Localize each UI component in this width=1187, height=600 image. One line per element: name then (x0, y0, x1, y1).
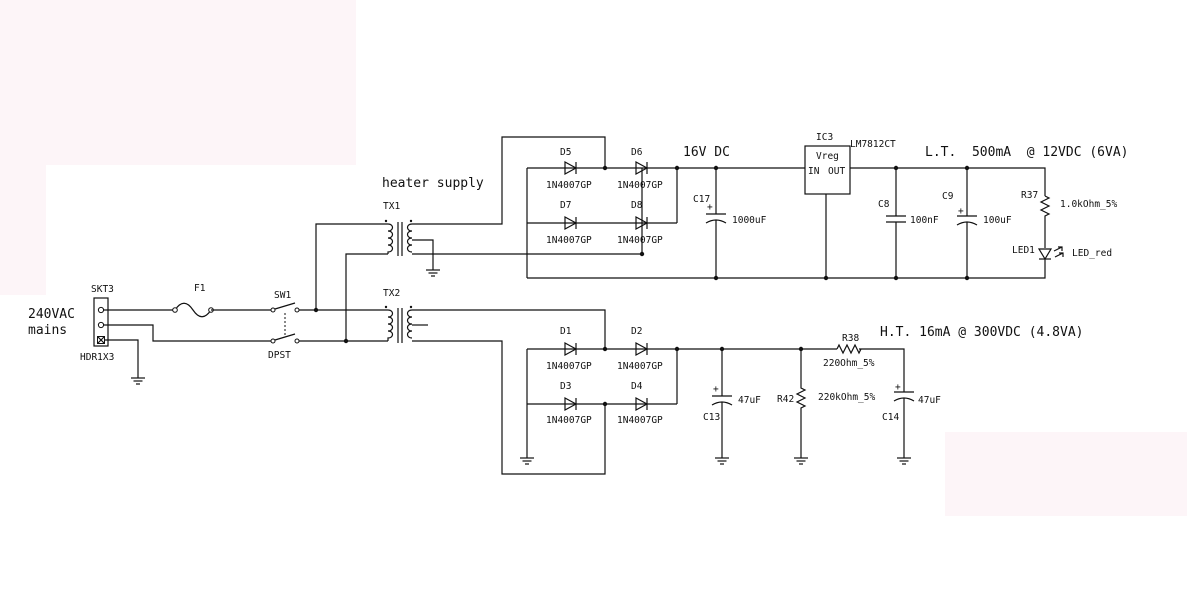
capacitor-c14 (893, 391, 915, 465)
c9-ref: C9 (942, 191, 954, 202)
capacitor-c13 (711, 349, 733, 465)
c17-plus: + (707, 202, 713, 213)
resistor-r42 (793, 349, 809, 465)
ht-spec-label: H.T. 16mA @ 300VDC (4.8VA) (880, 325, 1084, 340)
c13-value: 47uF (738, 395, 761, 406)
r42-ref: R42 (777, 394, 794, 405)
lt-dc-rail (527, 165, 1046, 281)
bridge-rectifier-lt (526, 161, 680, 278)
d3-part: 1N4007GP (546, 415, 592, 426)
c14-ref: C14 (882, 412, 899, 423)
d7-part: 1N4007GP (546, 235, 592, 246)
c13-ref: C13 (703, 412, 720, 423)
regulator-ic3 (804, 145, 851, 278)
resistor-r37 (1039, 195, 1051, 248)
switch-type: DPST (268, 350, 291, 361)
c14-value: 47uF (918, 395, 941, 406)
c14-plus: + (895, 382, 901, 393)
r37-ref: R37 (1021, 190, 1038, 201)
tx2-ref: TX2 (383, 288, 400, 299)
d7-ref: D7 (560, 200, 571, 211)
heater-supply-label: heater supply (382, 176, 484, 191)
dc16-label: 16V DC (683, 145, 730, 160)
mains-label: mains (28, 323, 67, 338)
switch-ref: SW1 (274, 290, 291, 301)
ht-secondary-wiring (412, 309, 606, 475)
c13-plus: + (713, 384, 719, 395)
d4-part: 1N4007GP (617, 415, 663, 426)
led1 (1037, 246, 1064, 265)
transformer-tx1 (384, 219, 413, 256)
r38-value: 220Ohm_5% (823, 358, 875, 369)
d5-part: 1N4007GP (546, 180, 592, 191)
transformer-tx2 (384, 305, 428, 343)
c17-ref: C17 (693, 194, 710, 205)
d2-part: 1N4007GP (617, 361, 663, 372)
d1-ref: D1 (560, 326, 572, 337)
ic3-part: LM7812CT (850, 139, 896, 150)
vreg-label: Vreg (816, 151, 839, 162)
mains-voltage-label: 240VAC (28, 307, 75, 322)
r38-ref: R38 (842, 333, 859, 344)
d2-ref: D2 (631, 326, 642, 337)
c9-value: 100uF (983, 215, 1012, 226)
ht-dc-rail (677, 343, 905, 392)
c9-plus: + (958, 206, 964, 217)
d1-part: 1N4007GP (546, 361, 592, 372)
skt3-ref: SKT3 (91, 284, 114, 295)
fuse-ref: F1 (194, 283, 206, 294)
bridge-rectifier-ht (519, 342, 680, 465)
d6-ref: D6 (631, 147, 643, 158)
vreg-in-pin: IN (808, 166, 820, 177)
d3-ref: D3 (560, 381, 571, 392)
mains-connector-skt3 (93, 297, 109, 347)
header-part: HDR1X3 (80, 352, 114, 363)
lt-spec-label: L.T. 500mA @ 12VDC (6VA) (925, 145, 1129, 160)
d8-part: 1N4007GP (617, 235, 663, 246)
led1-ref: LED1 (1012, 245, 1035, 256)
vreg-out-pin: OUT (828, 166, 845, 177)
ic3-ref: IC3 (816, 132, 833, 143)
background-tint-bottom-right (945, 432, 1187, 516)
c8-ref: C8 (878, 199, 890, 210)
background-tint-left (0, 165, 46, 295)
r37-value: 1.0kOhm_5% (1060, 199, 1117, 210)
capacitor-c8 (886, 168, 906, 278)
d4-ref: D4 (631, 381, 643, 392)
c8-value: 100nF (910, 215, 939, 226)
capacitor-c17 (705, 168, 727, 278)
background-tint-top-left (0, 0, 356, 165)
mains-wiring (103, 223, 388, 385)
d6-part: 1N4007GP (617, 180, 663, 191)
c17-value: 1000uF (732, 215, 767, 226)
d5-ref: D5 (560, 147, 571, 158)
led1-value: LED_red (1072, 248, 1112, 259)
tx1-ref: TX1 (383, 201, 400, 212)
capacitor-c9 (956, 168, 978, 278)
d8-ref: D8 (631, 200, 643, 211)
r42-value: 220kOhm_5% (818, 392, 875, 403)
